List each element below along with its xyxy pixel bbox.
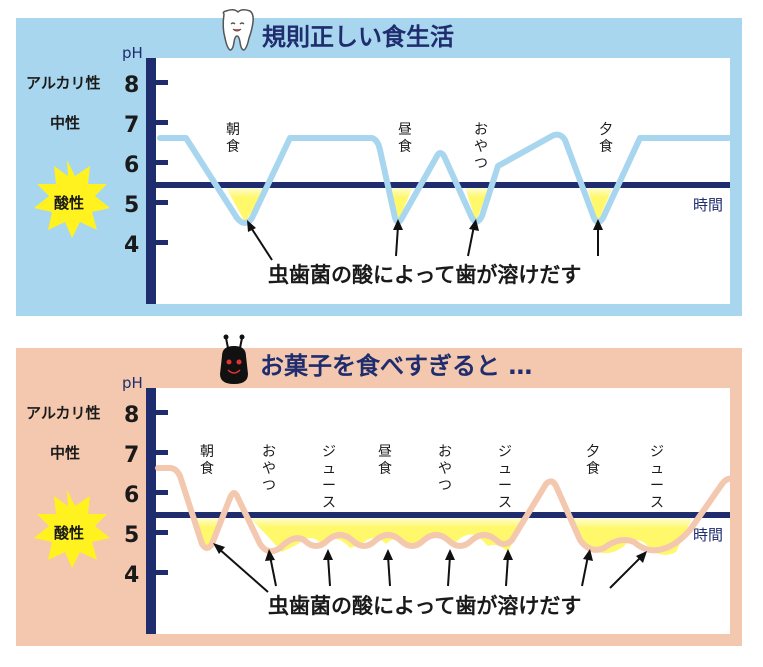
time-label: 時間 — [693, 196, 723, 214]
event-breakfast: 朝食 — [226, 122, 240, 155]
ph-curve — [157, 131, 733, 226]
panel-too-many-sweets: お菓子を食べすぎると … pH 8 7 6 5 4 アルカリ性 中性 酸性 時間 — [16, 334, 742, 646]
chart-area — [148, 58, 730, 304]
event-labels: 朝食 おやつ ジュース 昼食 おやつ ジュース 夕食 ジュース — [200, 444, 664, 511]
y-tick-8: 8 — [124, 73, 139, 98]
ph-unit-label: pH — [122, 374, 143, 392]
event-lunch: 昼食 — [398, 122, 412, 155]
ph-unit-label: pH — [122, 44, 143, 62]
arrows — [247, 219, 603, 261]
y-tick-4: 4 — [124, 233, 139, 258]
event-snack-2: おやつ — [438, 444, 452, 494]
critical-ph-line — [156, 512, 730, 518]
event-juice-2: ジュース — [498, 444, 512, 511]
y-tick-7: 7 — [124, 443, 139, 468]
panel-title: 規則正しい食生活 — [262, 23, 454, 51]
caption: 虫歯菌の酸によって歯が溶けだす — [268, 594, 581, 618]
neutral-label: 中性 — [50, 444, 80, 462]
event-dinner: 夕食 — [599, 122, 613, 155]
cavity-germ-icon — [220, 334, 248, 384]
panel-regular-diet: 規則正しい食生活 pH 8 7 6 5 4 アルカリ性 中性 酸性 — [16, 8, 742, 316]
event-snack: おやつ — [474, 122, 488, 172]
y-ticks — [156, 410, 168, 575]
neutral-label: 中性 — [50, 114, 80, 132]
time-label: 時間 — [693, 526, 723, 544]
y-tick-5: 5 — [124, 193, 139, 218]
event-labels: 朝食 昼食 おやつ 夕食 — [226, 122, 613, 172]
y-axis — [146, 388, 156, 634]
acidic-label: 酸性 — [54, 194, 84, 212]
event-breakfast: 朝食 — [200, 444, 214, 477]
y-tick-8: 8 — [124, 403, 139, 428]
event-dinner: 夕食 — [586, 444, 600, 477]
caption: 虫歯菌の酸によって歯が溶けだす — [268, 263, 581, 287]
starburst-icon — [34, 160, 110, 238]
event-juice-1: ジュース — [322, 444, 336, 511]
smiling-tooth-icon — [222, 8, 254, 51]
acidic-label: 酸性 — [54, 524, 84, 542]
alkaline-label: アルカリ性 — [26, 404, 101, 422]
y-tick-6: 6 — [124, 483, 139, 508]
event-lunch: 昼食 — [378, 444, 392, 477]
starburst-icon — [34, 490, 110, 568]
y-tick-4: 4 — [124, 563, 139, 588]
critical-ph-line — [156, 182, 730, 188]
y-ticks — [156, 80, 168, 245]
panel-title: お菓子を食べすぎると … — [260, 352, 532, 380]
event-juice-3: ジュース — [650, 444, 664, 511]
y-tick-6: 6 — [124, 153, 139, 178]
arrows — [213, 543, 647, 593]
alkaline-label: アルカリ性 — [26, 74, 101, 92]
y-tick-7: 7 — [124, 113, 139, 138]
ph-curve — [155, 465, 737, 555]
y-tick-5: 5 — [124, 523, 139, 548]
event-snack-1: おやつ — [262, 444, 276, 494]
y-axis — [146, 58, 156, 304]
